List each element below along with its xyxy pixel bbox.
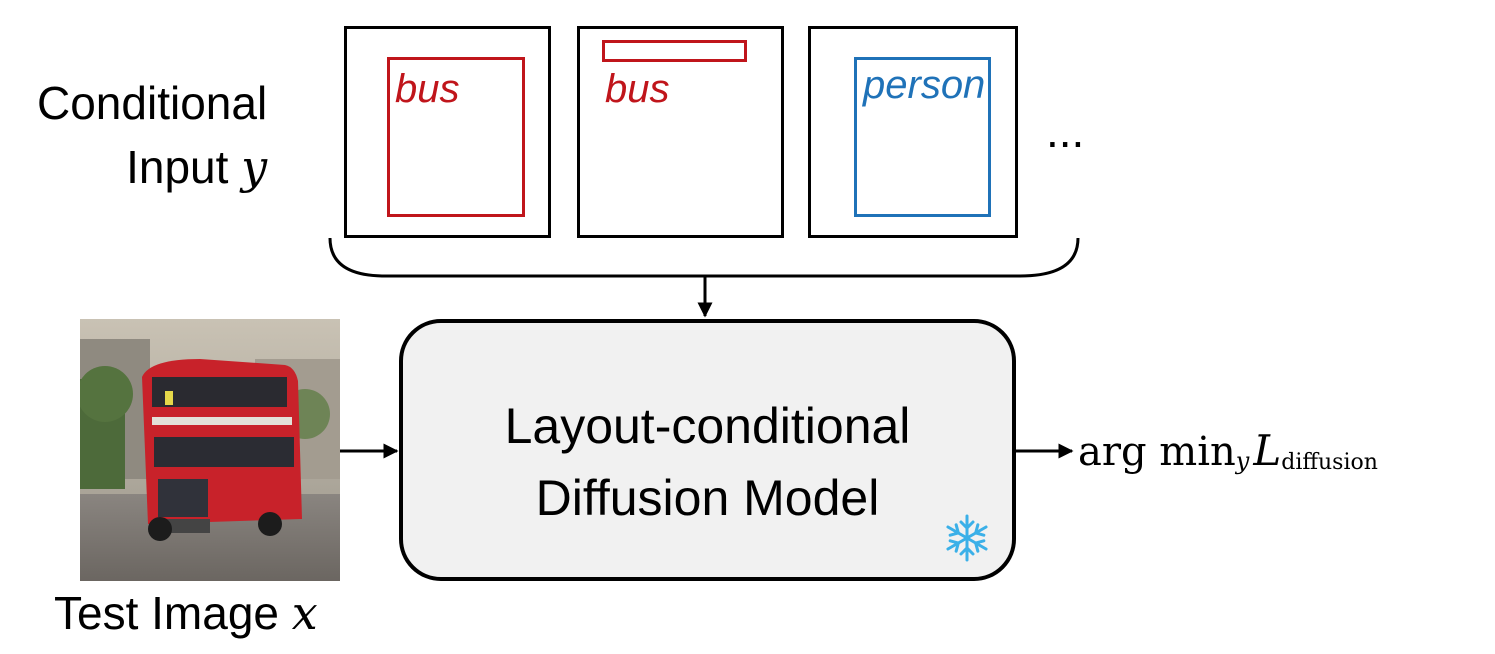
- bbox-label-1: bus: [395, 67, 460, 111]
- model-title-line2: Diffusion Model: [535, 470, 880, 526]
- conditional-input-label: Conditional Input y: [37, 80, 267, 190]
- diffusion-model-box: Layout-conditional Diffusion Model: [399, 319, 1016, 581]
- test-image-var-x: x: [291, 586, 318, 640]
- bbox-label-3: person: [863, 63, 986, 107]
- loss-symbol: L: [1253, 426, 1282, 475]
- argmin-text: arg min: [1078, 429, 1236, 475]
- layout-panel-3: person: [808, 26, 1018, 238]
- conditional-input-line1: Conditional: [37, 77, 268, 129]
- conditional-input-line2: Input y: [37, 144, 267, 190]
- loss-subscript: diffusion: [1281, 450, 1378, 476]
- brace: [328, 237, 1080, 278]
- layout-panel-1: bus: [344, 26, 551, 238]
- test-image-text: Test Image: [54, 587, 279, 639]
- ellipsis: ...: [1046, 105, 1085, 157]
- model-title-line1: Layout-conditional: [504, 398, 911, 454]
- argmin-sub-y: y: [1235, 447, 1250, 476]
- test-image-bus-photo: [80, 319, 340, 581]
- bbox-bus-2: [602, 40, 747, 62]
- bbox-label-2: bus: [605, 67, 670, 111]
- bbox-bus-1: [387, 57, 525, 217]
- snowflake-icon: [946, 514, 988, 562]
- layout-panel-2: bus: [577, 26, 784, 238]
- output-expression: arg minyLdiffusion: [1078, 426, 1378, 475]
- test-image-caption: Test Image x: [54, 590, 318, 636]
- bbox-person-3: [854, 57, 991, 217]
- input-var-y: y: [241, 140, 268, 194]
- input-word: Input: [126, 141, 229, 193]
